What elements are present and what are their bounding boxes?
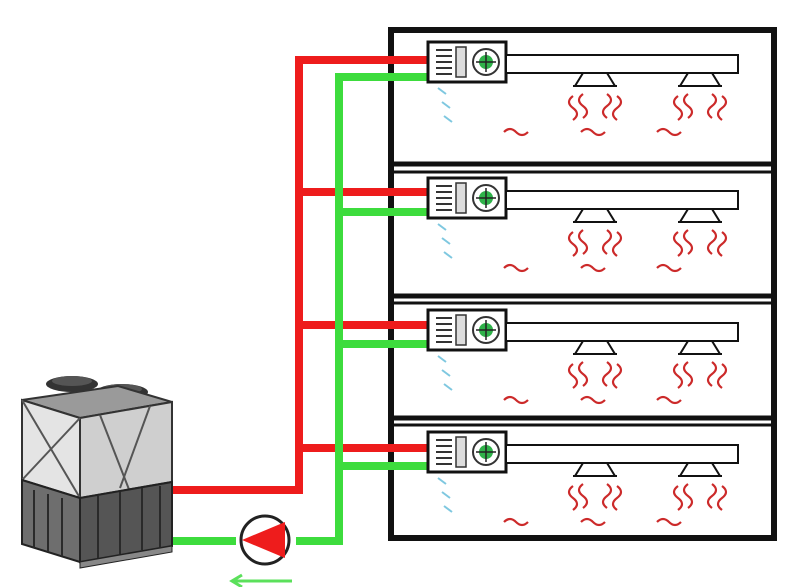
ceiling-air-diffuser-icon — [678, 340, 722, 355]
building-outline — [388, 27, 777, 541]
ceiling-air-diffuser-icon — [573, 340, 617, 355]
warm-air-wave-icon — [672, 229, 728, 257]
ceiling-air-diffuser-icon — [573, 208, 617, 223]
supply-air-duct — [505, 190, 739, 210]
ceiling-air-diffuser-icon — [573, 72, 617, 87]
warm-air-wave-icon — [656, 263, 682, 273]
warm-air-wave-icon — [580, 395, 606, 405]
condensate-drip-icon — [437, 223, 453, 259]
ducted-fan-coil-icon — [426, 308, 508, 352]
floors — [426, 40, 739, 527]
warm-air-wave-icon — [580, 517, 606, 527]
floor-1 — [426, 40, 739, 137]
warm-air-wave-icon — [672, 93, 728, 121]
return-riser — [296, 73, 430, 545]
ceiling-air-diffuser-icon — [678, 462, 722, 477]
ceiling-air-diffuser-icon — [678, 72, 722, 87]
warm-air-wave-icon — [503, 517, 529, 527]
supply-air-duct — [505, 54, 739, 74]
warm-air-wave-icon — [672, 483, 728, 511]
condensate-drip-icon — [437, 477, 453, 513]
warm-air-wave-icon — [567, 93, 623, 121]
condensate-drip-icon — [437, 355, 453, 391]
ducted-fan-coil-icon — [426, 40, 508, 84]
supply-riser — [168, 56, 430, 494]
supply-pipes — [168, 56, 430, 494]
condensate-drip-icon — [437, 87, 453, 123]
flow-direction-arrow-icon — [229, 573, 292, 587]
floor-4 — [426, 430, 739, 527]
floor-2 — [426, 176, 739, 273]
warm-air-wave-icon — [580, 127, 606, 137]
supply-air-duct — [505, 444, 739, 464]
air-cooled-heat-pump-chiller-icon — [21, 376, 173, 569]
warm-air-wave-icon — [503, 395, 529, 405]
floor-3 — [426, 308, 739, 405]
warm-air-wave-icon — [656, 127, 682, 137]
circulation-pump-icon — [239, 514, 291, 566]
ducted-fan-coil-icon — [426, 430, 508, 474]
warm-air-wave-icon — [672, 361, 728, 389]
ceiling-air-diffuser-icon — [678, 208, 722, 223]
warm-air-wave-icon — [656, 517, 682, 527]
warm-air-wave-icon — [656, 395, 682, 405]
warm-air-wave-icon — [567, 229, 623, 257]
supply-air-duct — [505, 322, 739, 342]
warm-air-wave-icon — [503, 127, 529, 137]
warm-air-wave-icon — [580, 263, 606, 273]
building-frame — [388, 27, 777, 541]
warm-air-wave-icon — [567, 361, 623, 389]
ceiling-air-diffuser-icon — [573, 462, 617, 477]
return-pipes — [168, 73, 430, 545]
warm-air-wave-icon — [567, 483, 623, 511]
warm-air-wave-icon — [503, 263, 529, 273]
ducted-fan-coil-icon — [426, 176, 508, 220]
